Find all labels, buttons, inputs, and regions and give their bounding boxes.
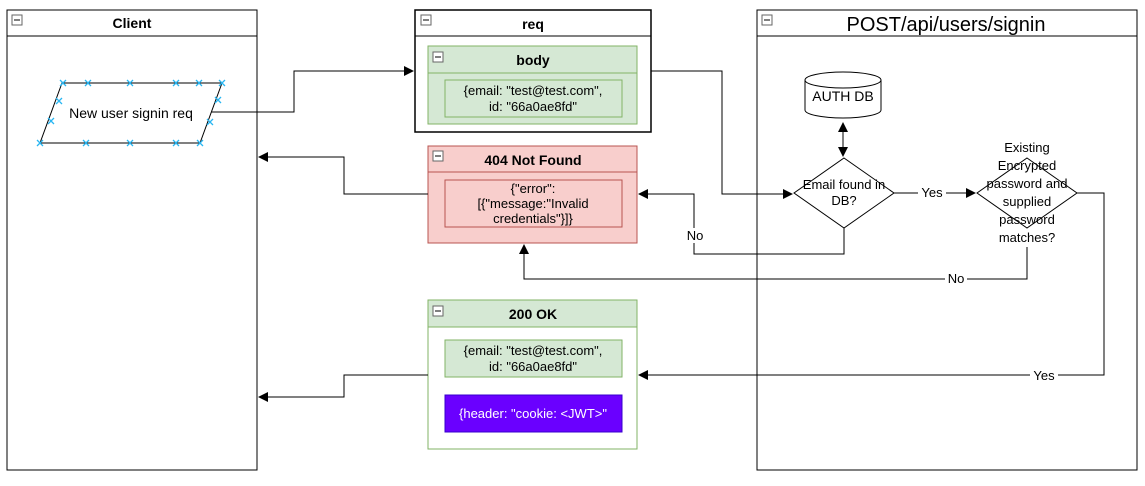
password-decision-line2: Encrypted	[998, 158, 1057, 173]
edge-200-to-client[interactable]	[258, 374, 428, 402]
edge-email-no[interactable]	[638, 189, 845, 255]
ok-content-line2: id: "66a0ae8fd"	[489, 359, 577, 374]
password-decision-line6: matches?	[999, 230, 1055, 245]
password-decision-line3: password and	[987, 176, 1068, 191]
auth-db-cylinder[interactable]: AUTH DB	[804, 71, 882, 119]
edge-password-yes[interactable]	[638, 192, 1105, 380]
collapse-icon[interactable]	[432, 305, 444, 317]
not-found-content-box[interactable]	[444, 179, 623, 228]
not-found-line3: credentials"}]}	[493, 211, 573, 226]
edge-client-to-req[interactable]	[211, 66, 414, 113]
collapse-icon[interactable]	[432, 150, 444, 162]
client-title: Client	[113, 15, 152, 31]
not-found-container[interactable]: 404 Not Found {"error": [{"message:"Inva…	[427, 145, 638, 244]
edge-label-yes-1: Yes	[921, 185, 943, 200]
client-request-shape[interactable]: New user signin req	[36, 79, 226, 147]
password-decision-line4: supplied	[1003, 194, 1051, 209]
body-content-line2: id: "66a0ae8fd"	[489, 99, 577, 114]
selection-handles[interactable]	[36, 79, 226, 147]
collapse-icon[interactable]	[11, 14, 23, 26]
edge-label-no-1: No	[687, 228, 704, 243]
collapse-icon[interactable]	[432, 51, 444, 63]
email-decision-line2: DB?	[831, 193, 856, 208]
ok-container[interactable]: 200 OK {email: "test@test.com", id: "66a…	[427, 299, 638, 450]
body-container[interactable]: body {email: "test@test.com", id: "66a0a…	[427, 45, 638, 125]
ok-header-box[interactable]	[444, 394, 623, 433]
password-decision[interactable]: Existing Encrypted password and supplied…	[976, 140, 1078, 245]
auth-db-label: AUTH DB	[812, 88, 873, 104]
not-found-title: 404 Not Found	[484, 152, 581, 168]
not-found-line2: [{"message:"Invalid	[477, 196, 588, 211]
collapse-icon[interactable]	[761, 14, 773, 26]
signin-title: POST/api/users/signin	[847, 14, 1046, 36]
ok-header-text: {header: "cookie: <JWT>"	[459, 406, 607, 421]
body-content-line1: {email: "test@test.com",	[464, 83, 603, 98]
email-decision[interactable]: Email found in DB?	[793, 157, 895, 229]
password-decision-line5: password	[999, 212, 1055, 227]
edge-label-no-2: No	[948, 271, 965, 286]
collapse-icon[interactable]	[420, 14, 432, 26]
not-found-line1: {"error":	[511, 181, 556, 196]
edge-password-no[interactable]	[519, 244, 1028, 280]
req-container[interactable]: req body {email: "test@test.com", id: "6…	[414, 9, 652, 133]
body-title: body	[516, 52, 550, 68]
ok-content-line1: {email: "test@test.com",	[464, 343, 603, 358]
ok-content-box[interactable]	[444, 339, 623, 378]
edge-req-to-email-decision[interactable]	[651, 70, 793, 199]
edge-404-to-client[interactable]	[258, 152, 428, 195]
req-title: req	[522, 16, 544, 32]
ok-title: 200 OK	[509, 306, 557, 322]
client-request-label: New user signin req	[69, 105, 193, 121]
password-decision-line1: Existing	[1004, 140, 1050, 155]
email-decision-line1: Email found in	[803, 177, 885, 192]
edge-label-yes-2: Yes	[1033, 368, 1055, 383]
body-content-box[interactable]	[444, 79, 623, 118]
client-swimlane[interactable]: Client	[6, 9, 258, 471]
